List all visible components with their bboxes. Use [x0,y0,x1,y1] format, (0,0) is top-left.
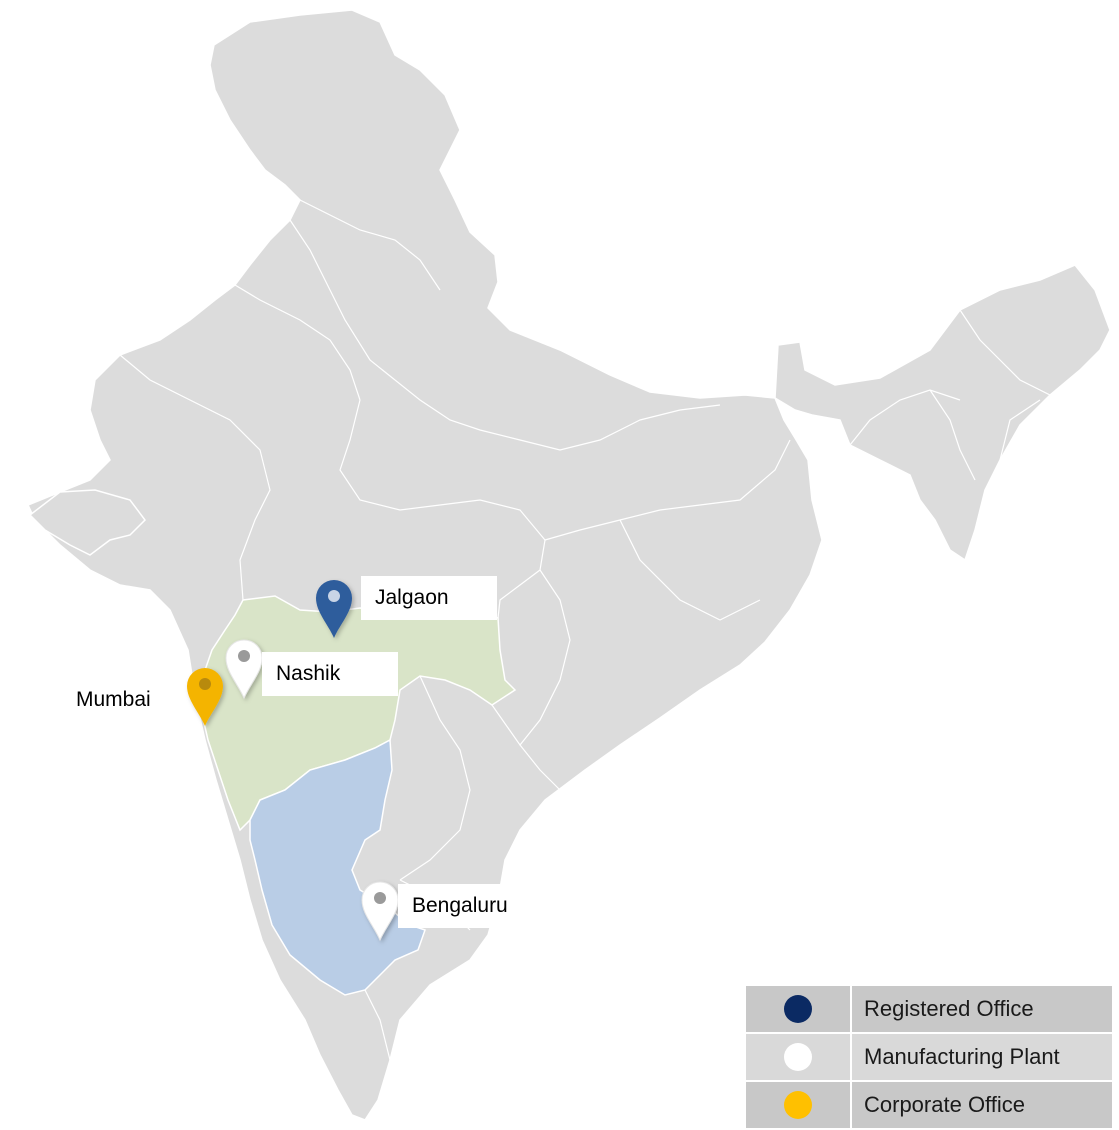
dot-icon-corporate-office [784,1091,812,1119]
pin-hole-icon [199,678,211,690]
kutch-region [28,489,146,556]
state-boundaries [119,199,1051,1061]
pin-jalgaon[interactable] [316,580,352,638]
location-label-bengaluru: Bengaluru [398,884,524,928]
pin-hole-icon [238,650,250,662]
legend-row-corporate-office: Corporate Office [744,1080,1114,1130]
location-label-nashik: Nashik [262,652,398,696]
pin-hole-icon [374,892,386,904]
location-label-jalgaon: Jalgaon [361,576,497,620]
legend-label: Registered Office [850,984,1114,1034]
india-mainland [26,9,823,1121]
dot-icon-manufacturing-plant [784,1043,812,1071]
pin-bengaluru[interactable] [361,881,399,942]
pin-nashik[interactable] [225,639,263,700]
legend-label: Corporate Office [850,1080,1114,1130]
pin-mumbai[interactable] [187,668,223,726]
india-northeast [774,264,1111,562]
legend-row-manufacturing-plant: Manufacturing Plant [744,1032,1114,1082]
legend: Registered Office Manufacturing Plant Co… [744,984,1114,1130]
legend-label: Manufacturing Plant [850,1032,1114,1082]
pin-hole-icon [328,590,340,602]
location-label-mumbai: Mumbai [76,688,151,711]
legend-row-registered-office: Registered Office [744,984,1114,1034]
dot-icon-registered-office [784,995,812,1023]
